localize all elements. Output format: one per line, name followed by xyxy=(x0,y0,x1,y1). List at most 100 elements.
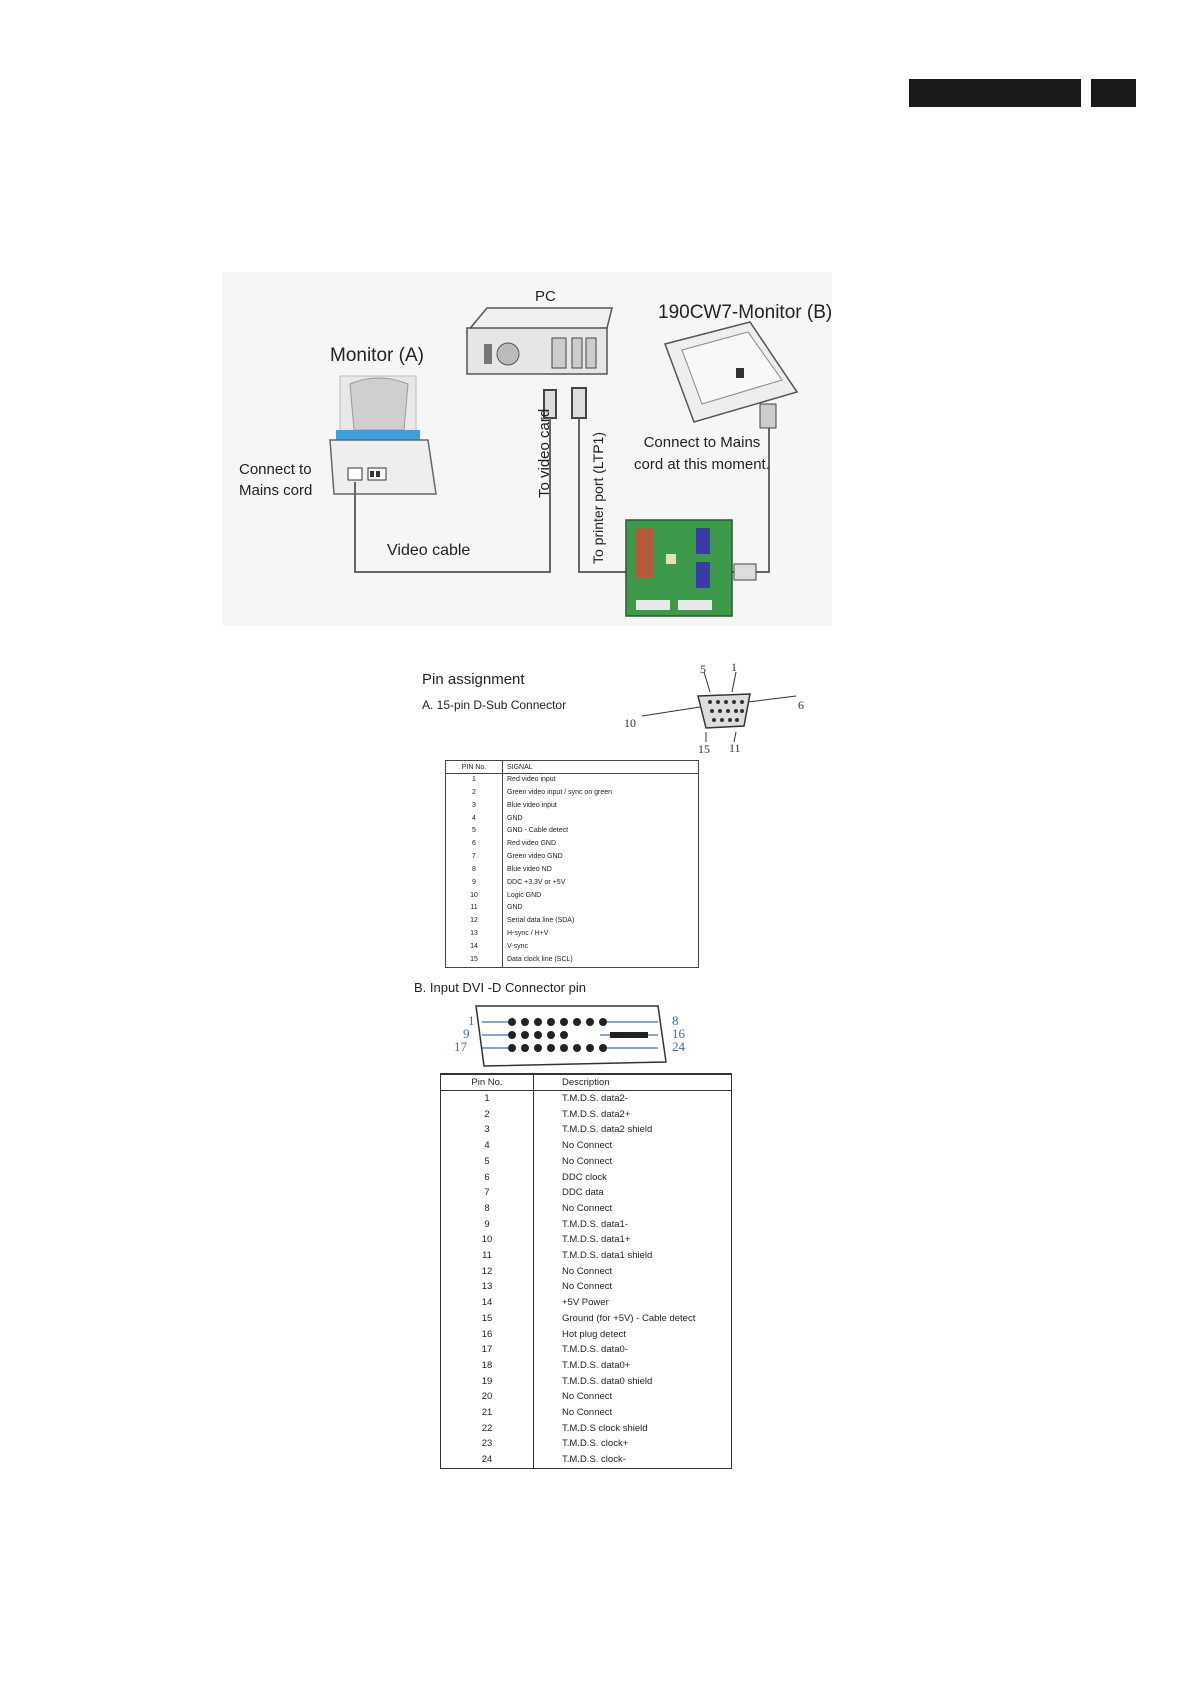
pin-signal-cell: +5V Power xyxy=(562,1297,609,1309)
dvi-table-row: 15 Ground (for +5V) - Cable detect xyxy=(440,1310,732,1327)
pin-number-cell: 15 xyxy=(445,953,503,968)
pin-number-cell: 5 xyxy=(445,825,503,839)
connect-mains-a-line2: Mains cord xyxy=(239,482,313,499)
pin-number-cell: 2 xyxy=(445,786,503,800)
pin-number-cell: 20 xyxy=(440,1389,534,1406)
dvi-section-heading: B. Input DVI -D Connector pin xyxy=(414,980,586,995)
dvi-pin-dot xyxy=(521,1031,529,1039)
dvi-pin-dot xyxy=(599,1044,607,1052)
dsub-connector-drawing: 5 1 10 6 15 11 xyxy=(620,660,810,762)
pin-signal-cell: Data clock line (SCL) xyxy=(507,955,573,963)
pin-number-cell: 8 xyxy=(440,1200,534,1217)
pin-number-cell: 7 xyxy=(440,1185,534,1201)
dvi-header-pin: Pin No. xyxy=(440,1073,534,1091)
dsub-pin-6-label: 6 xyxy=(798,698,804,712)
pin-signal-cell: Blue video ND xyxy=(507,865,552,873)
pin-signal-cell: Logic GND xyxy=(507,891,542,899)
dsub-table-row: 15 Data clock line (SCL) xyxy=(445,953,699,968)
pin-signal-cell: No Connect xyxy=(562,1202,613,1214)
pin-signal-cell: GND xyxy=(507,814,523,822)
pin-signal-cell: T.M.D.S. data0+ xyxy=(562,1359,631,1371)
pin-number-cell: 17 xyxy=(440,1342,534,1358)
pin-signal-cell: Blue video input xyxy=(507,801,557,809)
dvi-table-row: 8 No Connect xyxy=(440,1200,732,1217)
dvi-pin-dot xyxy=(573,1044,581,1052)
dvi-table-row: 14 +5V Power xyxy=(440,1295,732,1311)
pin-signal-cell: No Connect xyxy=(562,1265,613,1277)
dsub-pin-5-label: 5 xyxy=(700,662,706,676)
pin-signal-cell: No Connect xyxy=(562,1155,613,1167)
pin-number-cell: 11 xyxy=(440,1248,534,1264)
dvi-pin-dot xyxy=(586,1044,594,1052)
dsub-table-row: 11 GND xyxy=(445,902,699,916)
dvi-pin-dot xyxy=(508,1018,516,1026)
dsub-table-row: 8 Blue video ND xyxy=(445,863,699,877)
pin-signal-cell: Hot plug detect xyxy=(562,1328,626,1340)
pin-number-cell: 3 xyxy=(440,1122,534,1139)
monitor-b-label: 190CW7-Monitor (B) xyxy=(658,302,833,323)
dsub-table-row: 3 Blue video input xyxy=(445,799,699,813)
pin-signal-cell: No Connect xyxy=(562,1281,613,1293)
pin-number-cell: 22 xyxy=(440,1420,534,1437)
pin-signal-cell: Ground (for +5V) - Cable detect xyxy=(562,1312,696,1324)
pin-signal-cell: T.M.D.S. data2- xyxy=(562,1093,628,1104)
pin-number-cell: 15 xyxy=(440,1310,534,1327)
pin-signal-cell: Green video GND xyxy=(507,853,563,861)
pin-number-cell: 3 xyxy=(445,799,503,813)
pin-number-cell: 4 xyxy=(445,812,503,826)
pin-number-cell: 10 xyxy=(440,1232,534,1249)
connect-mains-b-label: Connect to Mains cord at this moment. xyxy=(634,432,770,476)
pin-number-cell: 23 xyxy=(440,1436,534,1453)
pin-number-cell: 18 xyxy=(440,1357,534,1374)
dvi-pin-dot xyxy=(560,1031,568,1039)
pin-number-cell: 14 xyxy=(440,1295,534,1311)
pin-number-cell: 9 xyxy=(440,1216,534,1233)
pin-signal-cell: DDC clock xyxy=(562,1171,607,1183)
pin-signal-cell: GND xyxy=(507,904,523,912)
pin-signal-cell: V-sync xyxy=(507,942,529,950)
dvi-pin-dot xyxy=(560,1018,568,1026)
dvi-pin-1-label: 1 xyxy=(468,1013,475,1028)
pin-signal-cell: T.M.D.S. clock+ xyxy=(562,1438,629,1450)
pin-number-cell: 11 xyxy=(445,902,503,916)
dvi-pin-dot xyxy=(547,1044,555,1052)
header-page-number-bar xyxy=(1091,79,1136,107)
dvi-table-row: 23 T.M.D.S. clock+ xyxy=(440,1436,732,1453)
video-cable-label: Video cable xyxy=(387,542,471,559)
connection-diagram: PC Monitor (A) 190CW7-Monitor (B) Connec… xyxy=(222,272,832,626)
header-black-bar xyxy=(909,79,1081,107)
dvi-pin-dot xyxy=(534,1018,542,1026)
pin-signal-cell: DDC +3.3V or +5V xyxy=(507,878,566,886)
dsub-pin-15-label: 15 xyxy=(698,742,710,756)
pc-label: PC xyxy=(535,288,556,305)
pin-number-cell: 8 xyxy=(445,863,503,877)
to-video-card-label: To video card xyxy=(536,408,553,498)
pin-signal-cell: T.M.D.S. clock- xyxy=(562,1454,626,1466)
pin-signal-cell: No Connect xyxy=(562,1140,613,1152)
pin-signal-cell: T.M.D.S. data0- xyxy=(562,1344,628,1356)
dvi-pin-dot xyxy=(508,1031,516,1039)
monitor-b-drawing xyxy=(664,321,799,429)
pin-signal-cell: T.M.D.S. data0 shield xyxy=(562,1375,653,1387)
dvi-pin-16-label: 16 xyxy=(672,1026,685,1041)
dvi-table-row: 17 T.M.D.S. data0- xyxy=(440,1342,732,1358)
pin-number-cell: 6 xyxy=(440,1169,534,1186)
